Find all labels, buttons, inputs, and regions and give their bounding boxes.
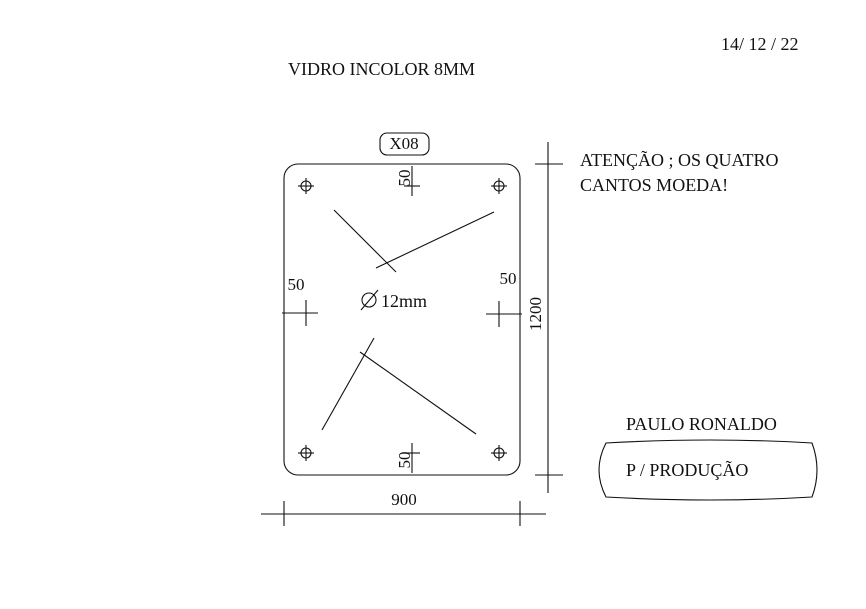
height-label: 1200 xyxy=(526,297,545,331)
material-title: VIDRO INCOLOR 8MM xyxy=(288,59,475,79)
offset-right-dimension xyxy=(486,301,522,327)
offset-top-dimension xyxy=(404,166,420,196)
piece-code: X08 xyxy=(389,134,418,153)
hole-bottom-right xyxy=(491,445,507,461)
piece-code-badge xyxy=(379,132,430,156)
production-stamp-box xyxy=(598,439,818,501)
offset-bottom-dimension xyxy=(404,443,420,473)
width-dimension xyxy=(261,501,546,526)
note-line-2: CANTOS MOEDA! xyxy=(580,175,728,195)
offset-left-label: 50 xyxy=(288,275,305,294)
offset-left-dimension xyxy=(282,300,318,326)
signature-name: PAULO RONALDO xyxy=(626,414,777,434)
date-label: 14/ 12 / 22 xyxy=(721,34,799,54)
hole-top-right xyxy=(491,178,507,194)
offset-top-label: 50 xyxy=(395,170,414,187)
hole-diameter-label: 12mm xyxy=(381,291,427,311)
offset-right-label: 50 xyxy=(500,269,517,288)
width-label: 900 xyxy=(391,490,417,509)
glass-hatch-lines xyxy=(321,209,495,435)
hole-bottom-left xyxy=(298,445,314,461)
height-dimension xyxy=(535,142,563,493)
glass-panel-outline xyxy=(283,163,521,476)
hole-top-left xyxy=(298,178,314,194)
note-line-1: ATENÇÃO ; OS QUATRO xyxy=(580,149,779,170)
diameter-symbol-icon xyxy=(360,289,379,311)
production-label: P / PRODUÇÃO xyxy=(626,459,748,480)
offset-bottom-label: 50 xyxy=(395,452,414,469)
